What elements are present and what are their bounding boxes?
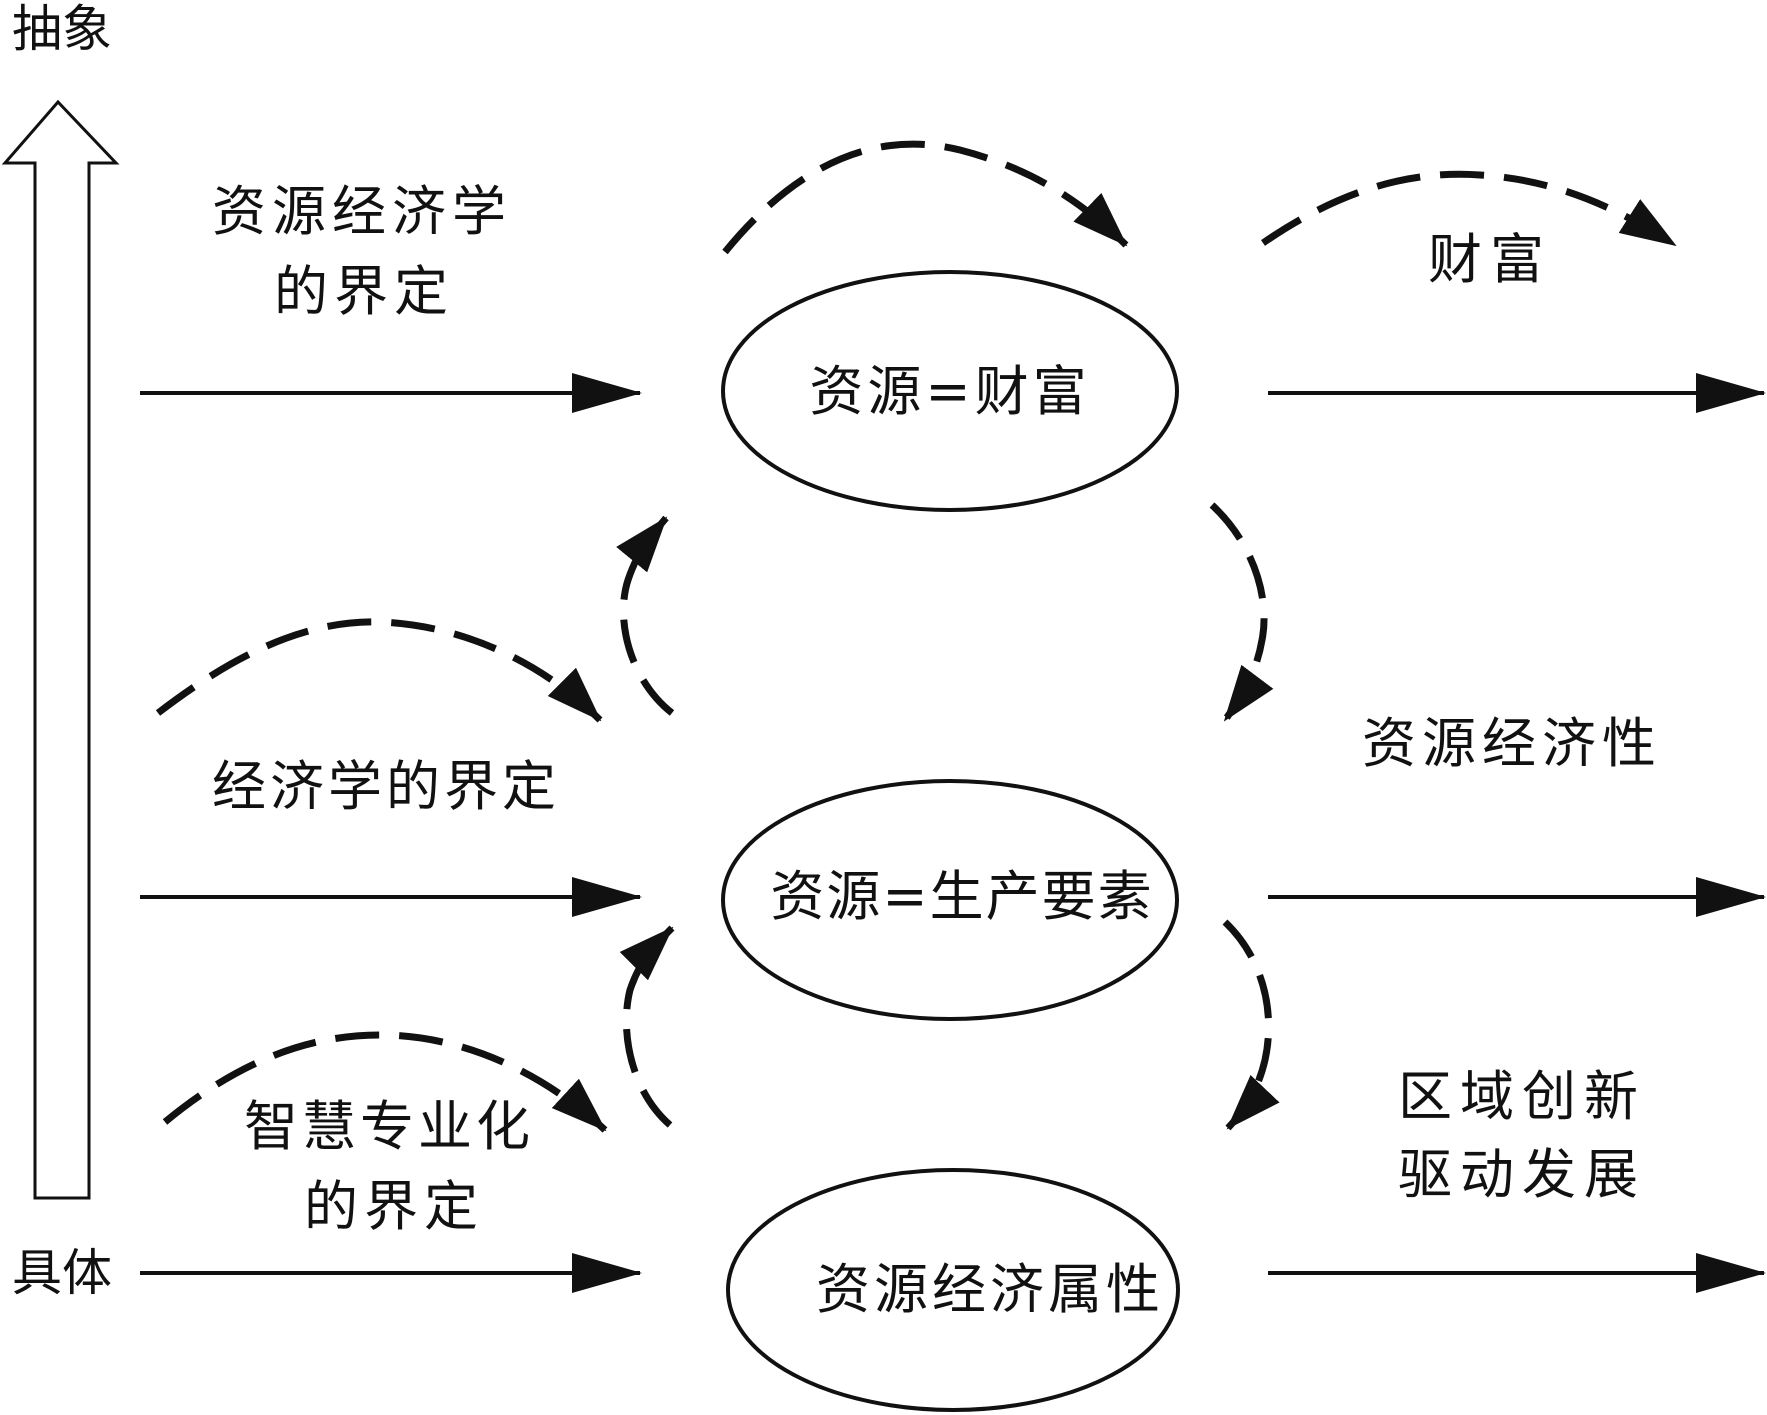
abstraction-axis-arrow xyxy=(1,99,120,1200)
node-top-label: 资源=财富 xyxy=(809,360,1090,423)
node-bottom-ellipse xyxy=(726,1168,1180,1412)
dashed-arc-fall-middle-to-bottom xyxy=(1222,919,1280,1131)
definition-top-line2: 的界定 xyxy=(274,260,454,323)
dashed-arc-rise-bottom-to-middle xyxy=(619,925,675,1128)
dashed-arc-left-middle xyxy=(155,618,603,723)
dashed-arc-left-top xyxy=(722,140,1129,255)
outcome-bottom-line2: 驱动发展 xyxy=(1398,1143,1646,1206)
dashed-arc-left-bottom xyxy=(162,1031,608,1133)
node-middle-ellipse xyxy=(721,779,1179,1021)
dashed-arc-rise-middle-to-top xyxy=(616,515,675,716)
node-middle-label: 资源=生产要素 xyxy=(770,865,1153,928)
node-bottom-label: 资源经济属性 xyxy=(816,1258,1164,1321)
definition-top-line1: 资源经济学 xyxy=(212,180,512,243)
definition-middle-line1: 经济学的界定 xyxy=(212,755,560,818)
dashed-arc-fall-top-to-middle xyxy=(1209,502,1274,723)
definition-bottom-line2: 的界定 xyxy=(304,1175,484,1238)
outcome-middle-label: 资源经济性 xyxy=(1362,712,1662,775)
outcome-bottom-line1: 区域创新 xyxy=(1398,1065,1646,1128)
outcome-top-label: 财富 xyxy=(1428,228,1552,291)
axis-bottom-label: 具体 xyxy=(12,1244,112,1302)
dashed-arc-right-top xyxy=(1261,170,1677,248)
node-top-ellipse xyxy=(721,270,1179,512)
definition-bottom-line1: 智慧专业化 xyxy=(244,1095,534,1158)
axis-top-label: 抽象 xyxy=(12,0,112,58)
